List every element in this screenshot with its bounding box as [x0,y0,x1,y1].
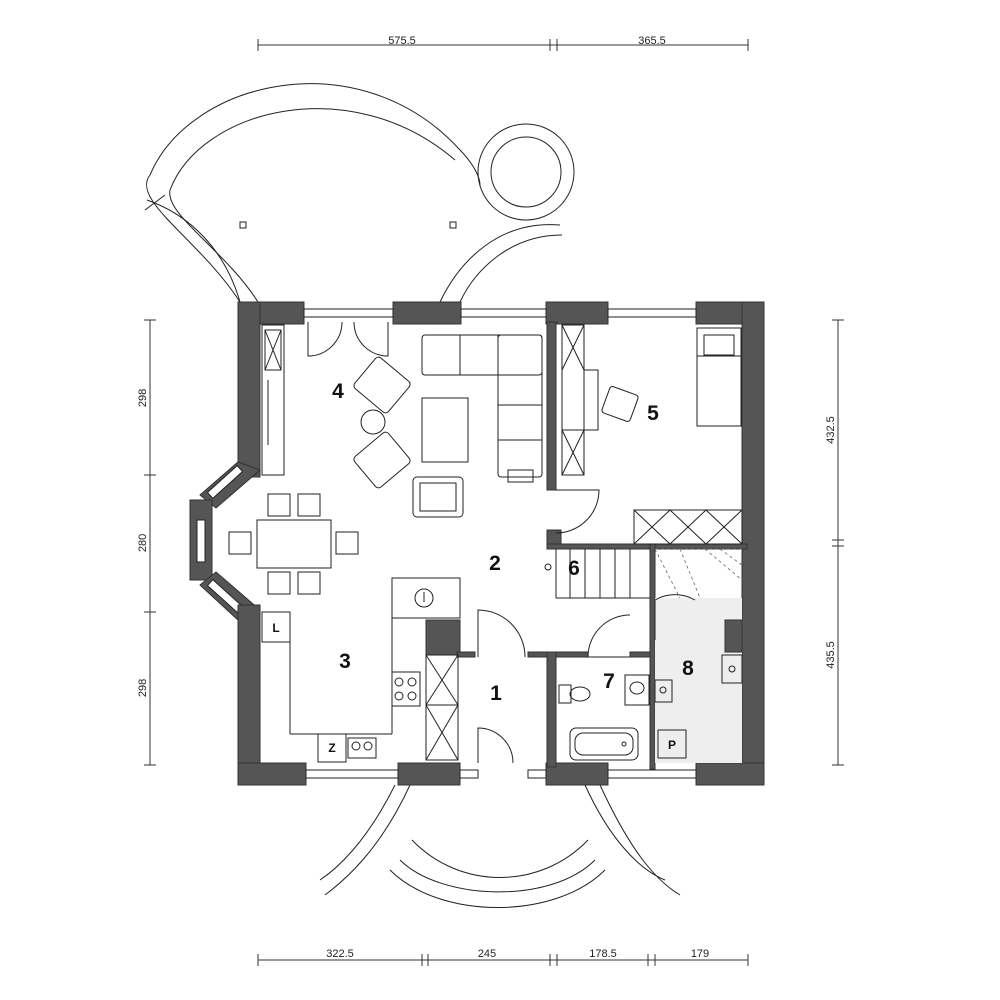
exterior-walls [189,301,765,786]
dim-top-1: 575.5 [388,35,416,47]
dim-right-1: 432.5 [825,416,837,444]
room-label-8: 8 [682,657,694,680]
stairs [544,509,743,599]
bathroom-fixtures [558,674,673,761]
fixture-label-z: Z [328,741,335,755]
dimension-right: 432.5 435.5 [825,319,844,766]
utility-fixtures: P [657,654,743,759]
dim-top-2: 365.5 [638,35,666,47]
room-label-5: 5 [647,402,659,425]
living-room-furniture [261,324,543,518]
dining-furniture [228,493,359,595]
doors [307,321,696,764]
room-label-1: 1 [490,682,502,705]
dim-bottom-1: 322.5 [326,948,354,960]
bedroom-furniture [561,324,742,476]
room-label-7: 7 [603,670,615,693]
dimension-left: 298 280 298 [137,319,156,766]
dimension-top: 575.5 365.5 [257,35,749,51]
dimension-bottom: 322.5 245 178.5 179 [257,948,749,966]
terrace-north [144,83,575,303]
dim-left-2: 280 [137,534,149,552]
kitchen-furniture: L Z [261,577,461,763]
room-label-3: 3 [339,650,351,673]
room-label-6: 6 [568,557,580,580]
dim-bottom-3: 178.5 [589,948,617,960]
fixture-label-l: L [272,621,279,635]
dim-left-1: 298 [137,389,149,407]
room-labels: 1 2 3 4 5 6 7 8 [332,380,694,705]
terrace-south [319,784,681,908]
dim-left-3: 298 [137,679,149,697]
room-label-2: 2 [489,552,501,575]
room-label-4: 4 [332,380,344,403]
dim-bottom-4: 179 [691,948,709,960]
fixture-label-p: P [668,738,676,752]
dim-bottom-2: 245 [478,948,496,960]
dim-right-2: 435.5 [825,641,837,669]
